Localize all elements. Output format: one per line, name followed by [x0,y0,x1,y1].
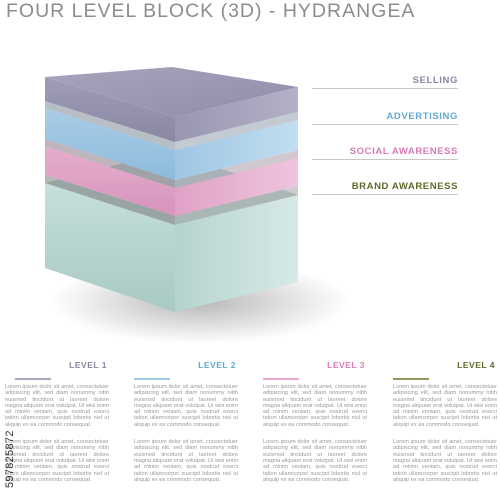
level-2-rule [134,378,170,380]
block-level-1 [45,67,298,142]
side-id-text: 597825872 [4,430,16,488]
block-level-3 [45,146,298,216]
level-4-column: LEVEL 4 Lorem ipsum dolor sit amet, cons… [393,360,497,494]
level-3-heading: LEVEL 3 [327,360,365,370]
level-1-text-2: Lorem ipsum dolor sit amet, consectetuer… [5,439,109,483]
level-2-column: LEVEL 2 Lorem ipsum dolor sit amet, cons… [134,360,238,494]
level-3-label: SOCIAL AWARENESS [349,146,458,157]
level-1-leader-line [312,88,458,89]
level-3-text-2: Lorem ipsum dolor sit amet, consectetuer… [263,439,367,483]
level-2-text-1: Lorem ipsum dolor sit amet, consectetuer… [134,384,238,428]
level-3-text-1: Lorem ipsum dolor sit amet, consectetuer… [263,384,367,428]
level-1-label: SELLING [412,75,458,86]
level-2-label: ADVERTISING [386,111,458,122]
level-3-rule [263,378,299,380]
level-2-leader-line [312,124,458,125]
level-3-leader-line [312,159,458,160]
level-4-text-1: Lorem ipsum dolor sit amet, consectetuer… [393,384,497,428]
level-2-heading: LEVEL 2 [198,360,236,370]
level-1-rule [15,378,51,380]
page-title: FOUR LEVEL BLOCK (3D) - HYDRANGEA [6,0,416,22]
level-4-label: BRAND AWARENESS [351,181,458,192]
level-3-column: LEVEL 3 Lorem ipsum dolor sit amet, cons… [263,360,367,494]
level-2-text-2: Lorem ipsum dolor sit amet, consectetuer… [134,439,238,483]
level-4-rule [393,378,429,380]
level-4-leader-line [312,194,458,195]
level-1-heading: LEVEL 1 [69,360,107,370]
level-4-text-2: Lorem ipsum dolor sit amet, consectetuer… [393,439,497,483]
level-4-heading: LEVEL 4 [457,360,495,370]
four-level-block-diagram [45,67,350,344]
level-1-column: LEVEL 1 Lorem ipsum dolor sit amet, cons… [5,360,109,494]
level-1-text-1: Lorem ipsum dolor sit amet, consectetuer… [5,384,109,428]
block-level-2 [45,108,298,180]
